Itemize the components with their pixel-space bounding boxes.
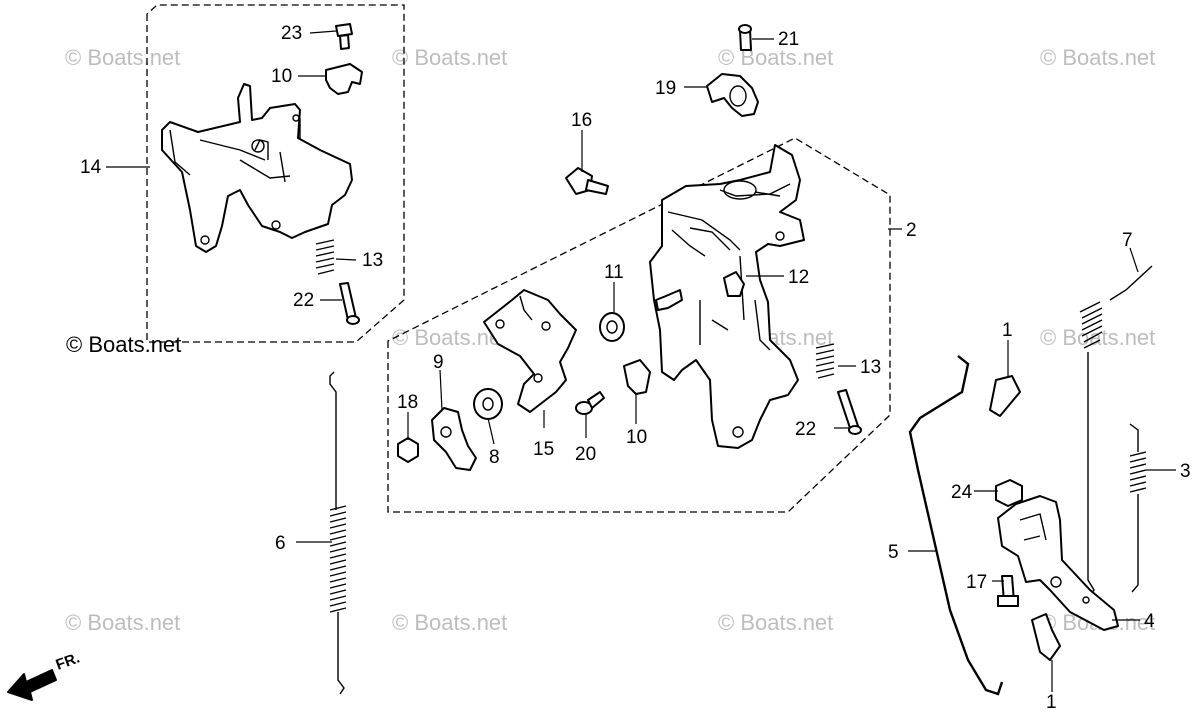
callout-23: 23 [281,23,302,44]
callout-16: 16 [571,110,592,131]
washer-part [473,388,503,420]
callout-24: 24 [951,482,973,503]
front-label: FR. [54,650,83,674]
bolt-part [335,23,353,50]
callout-11: 11 [604,262,624,283]
callout-9: 9 [433,352,444,373]
callout-21: 21 [778,29,799,50]
throttle-rod-part [908,355,1004,696]
washer-part [599,312,625,342]
callout-12: 12 [788,267,809,288]
callout-20: 20 [575,444,596,465]
callout-18: 18 [397,392,418,413]
callout-3: 3 [1180,461,1191,482]
callout-6: 6 [275,533,286,554]
subassembly-outline-left [146,4,405,343]
watermark: © Boats.net [718,610,833,635]
callout-5: 5 [888,542,899,563]
leader-lines [106,30,1176,692]
watermark: © Boats.net [392,45,507,70]
watermark: © Boats.net [392,610,507,635]
callout-1: 1 [1046,692,1057,712]
front-direction-arrow: FR. [7,650,83,701]
bolt-part [997,575,1019,607]
callout-17: 17 [966,572,987,593]
watermark: © Boats.net [65,45,180,70]
callout-22: 22 [293,290,314,311]
callout-15: 15 [533,439,554,460]
watermarks: © Boats.net © Boats.net © Boats.net © Bo… [65,45,1155,635]
spring-part [1129,423,1147,593]
bolt-part [738,24,752,51]
spring-rod-part [1079,265,1153,597]
lever-arm-part [997,495,1119,631]
clip-part [723,271,745,297]
callout-2: 2 [906,220,917,241]
control-base-part [649,144,805,449]
screw-part [837,389,862,435]
copyright-label: © Boats.net [66,332,181,357]
spring-part [315,239,335,275]
cable-clamp-part [706,73,759,117]
callout-19: 19 [655,78,676,99]
callout-13: 13 [362,250,383,271]
watermark: © Boats.net [718,45,833,70]
callout-22: 22 [795,419,816,440]
watermark: © Boats.net [65,610,180,635]
callout-14: 14 [80,157,102,178]
bolt-part [575,391,605,415]
flange-bolt-part [565,167,609,195]
spring-part [815,343,835,379]
callout-labels: 23 10 14 13 22 21 19 16 2 7 11 12 13 22 … [80,23,1191,712]
rod-clip-part [1031,613,1061,661]
screw-part [339,282,360,325]
subassembly-outline-center [387,137,891,513]
callout-10: 10 [271,66,292,87]
rod-clip-part [989,375,1021,417]
callout-13: 13 [860,357,881,378]
nut-part [995,479,1023,507]
watermark: © Boats.net [1040,45,1155,70]
plate-part [483,289,577,413]
callout-7: 7 [1122,230,1133,251]
clip-part [623,359,651,395]
nut-part [397,437,419,463]
watermark: © Boats.net [1040,325,1155,350]
callout-10: 10 [626,427,647,448]
clip-part [325,63,363,95]
callout-4: 4 [1144,611,1155,632]
control-bracket-part [161,83,353,253]
callout-8: 8 [489,447,500,468]
long-spring-part [329,371,347,695]
lever-part [431,407,477,471]
callout-1: 1 [1002,320,1013,341]
